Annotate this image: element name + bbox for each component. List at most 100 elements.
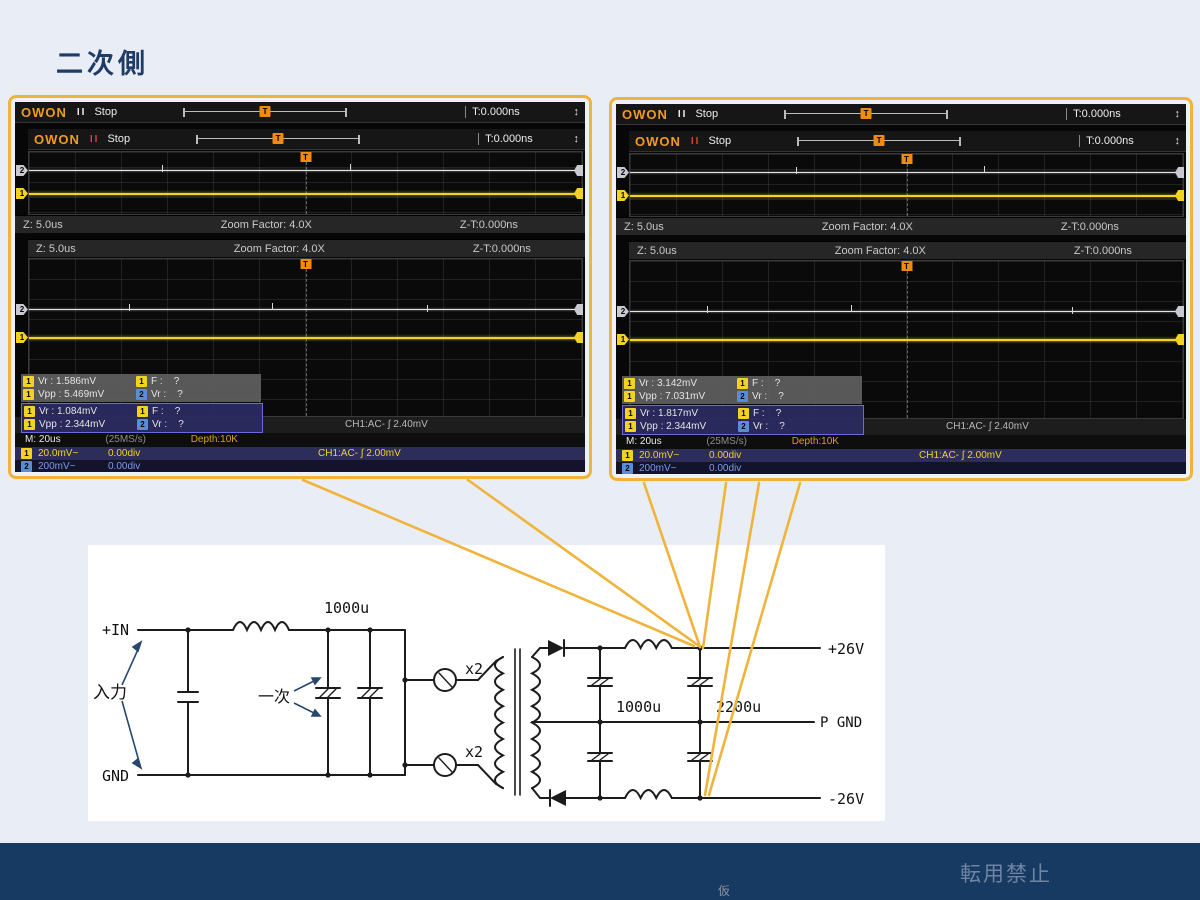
ch-badge: 1 [24, 406, 35, 417]
measurement-value: Vr : ? [753, 421, 785, 432]
junction-dot [325, 627, 331, 633]
trigger-position-icon: T [860, 107, 872, 119]
horizontal-position-bar: T [183, 105, 348, 117]
owon-logo: OWON [635, 133, 681, 149]
ch-badge: 1 [625, 408, 636, 419]
footer-band: 転用禁止 仮 [0, 843, 1200, 900]
noise-spike [795, 167, 797, 174]
junction-dot [325, 772, 331, 778]
arrowhead [310, 708, 322, 717]
junction-dot [697, 645, 703, 651]
wire [531, 787, 551, 799]
capacitor-hatch [591, 678, 609, 761]
owon-logo: OWON [622, 106, 668, 122]
ch1-status-row: 1 20.0mV~ 0.00div CH1:AC- ∫ 2.00mV [15, 447, 585, 460]
measurement-row: 1 Vpp : 2.344mV 2 Vr : ? [24, 418, 260, 431]
trigger-readout-inner: CH1:AC- ∫ 2.00mV [318, 448, 401, 459]
noise-spike [349, 164, 351, 171]
ch2-level-marker-icon [1175, 167, 1184, 178]
inductor [232, 621, 290, 633]
scope-panel-left: OWON II Stop T T:0.000ns ↕ OWON II Stop … [8, 95, 592, 479]
zoom-trigger-time: Z-T:0.000ns [472, 242, 531, 255]
junction-dot [697, 795, 703, 801]
power-supply-schematic: +IN GND 入力 一次 1000u x2 x2 1000u 2200u +2… [88, 545, 885, 821]
trigger-marker-icon: T [901, 261, 912, 271]
memory-depth-readout: Depth:10K [190, 434, 238, 445]
ch2-marker: 2 [617, 306, 629, 317]
ch-badge: 1 [624, 378, 635, 389]
capacitor [315, 629, 341, 776]
schematic-drawing: +IN GND 入力 一次 1000u x2 x2 1000u 2200u +2… [93, 599, 864, 808]
ch2-marker: 2 [16, 304, 28, 315]
ch-badge: 1 [21, 448, 32, 459]
scope-header-inner: OWON II Stop T T:0.000ns ↕ [629, 131, 1186, 152]
pause-icon: II [677, 108, 688, 120]
ch-badge: 2 [738, 421, 749, 432]
ch1-level-marker-icon [574, 332, 583, 343]
capacitor [587, 647, 613, 799]
updown-arrow-icon: ↕ [573, 106, 580, 118]
junction-dot [185, 772, 191, 778]
updown-arrow-icon: ↕ [1174, 108, 1181, 120]
measurement-value: Vr : 1.586mV [38, 376, 96, 387]
ch-badge: 1 [23, 376, 34, 387]
trigger-marker-icon: T [300, 259, 311, 269]
scope-composite: OWON II Stop T T:0.000ns ↕ OWON II Stop … [616, 104, 1186, 474]
trigger-time-readout: T:0.000ns [465, 106, 520, 118]
arrowhead [131, 640, 143, 653]
measurement-row: 1 Vr : 1.084mV 1 F : ? [24, 405, 260, 418]
label-cap-in: 1000u [324, 599, 369, 617]
ch-badge: 2 [21, 460, 32, 472]
ch-badge: 2 [137, 419, 148, 430]
measurement-value: F : ? [752, 378, 781, 389]
measurement-box-inner: 1 Vr : 1.817mV 1 F : ? 1 Vpp : 2.344mV 2… [622, 405, 864, 435]
noise-spike [128, 304, 130, 311]
measurement-value: Vr : 1.084mV [39, 406, 97, 417]
ch1-level-marker-icon [1175, 334, 1184, 345]
trigger-position-icon: T [272, 132, 284, 144]
acquisition-state: Stop [94, 106, 118, 118]
page-title: 二次側 [56, 49, 149, 79]
scope-header-outer: OWON II Stop T T:0.000ns ↕ [15, 102, 585, 123]
ch-badge: 1 [23, 389, 34, 400]
junction-dot [597, 645, 603, 651]
acquisition-bar: M: 20us (25MS/s) Depth:10K [15, 433, 585, 447]
measurement-value: Vpp : 2.344mV [39, 419, 106, 430]
measurement-row: 1 Vr : 3.142mV 1 F : ? [624, 377, 860, 390]
zoom-timebase: Z: 5.0us [624, 220, 664, 233]
label-x2a: x2 [465, 660, 483, 678]
measurement-value: Vr : 1.817mV [640, 408, 698, 419]
measurement-value: Vpp : 7.031mV [639, 391, 706, 402]
zoom-trigger-time: Z-T:0.000ns [1060, 220, 1119, 233]
measurement-box-outer: 1 Vr : 1.586mV 1 F : ? 1 Vpp : 5.469mV 2… [21, 374, 261, 402]
ch-badge: 1 [622, 450, 633, 461]
updown-arrow-icon: ↕ [1174, 135, 1181, 147]
measurement-value: Vr : ? [151, 389, 183, 400]
transistor-lead [438, 757, 453, 773]
ch1-trace [29, 337, 582, 339]
label-input: 入力 [93, 683, 127, 703]
ch2-status-row: 2 200mV~ 0.00div [616, 462, 1186, 474]
junction-dot [185, 627, 191, 633]
memory-depth-readout: Depth:10K [791, 436, 839, 447]
ch1-offset: 0.00div [108, 448, 141, 459]
ch-badge: 1 [738, 408, 749, 419]
measurement-value: F : ? [152, 406, 181, 417]
ch2-offset: 0.00div [108, 460, 141, 472]
zoom-timebase: Z: 5.0us [36, 242, 76, 255]
label-gnd: GND [102, 767, 129, 785]
ch1-trace [630, 339, 1183, 341]
ch1-scale: 20.0mV~ [38, 448, 79, 459]
noise-spike [272, 303, 274, 310]
pause-icon: II [76, 106, 87, 118]
capacitor-hatch [319, 688, 337, 698]
measurement-row: 1 Vr : 1.586mV 1 F : ? [23, 375, 259, 388]
zoom-factor: Zoom Factor: 4.0X [220, 218, 312, 231]
noise-spike [161, 165, 163, 172]
ch-badge: 1 [624, 391, 635, 402]
acquisition-state: Stop [107, 133, 131, 145]
ch2-level-marker-icon [574, 304, 583, 315]
inductor [624, 789, 673, 801]
label-out-gnd: P GND [820, 715, 862, 731]
measurement-row: 1 Vpp : 2.344mV 2 Vr : ? [625, 420, 861, 433]
